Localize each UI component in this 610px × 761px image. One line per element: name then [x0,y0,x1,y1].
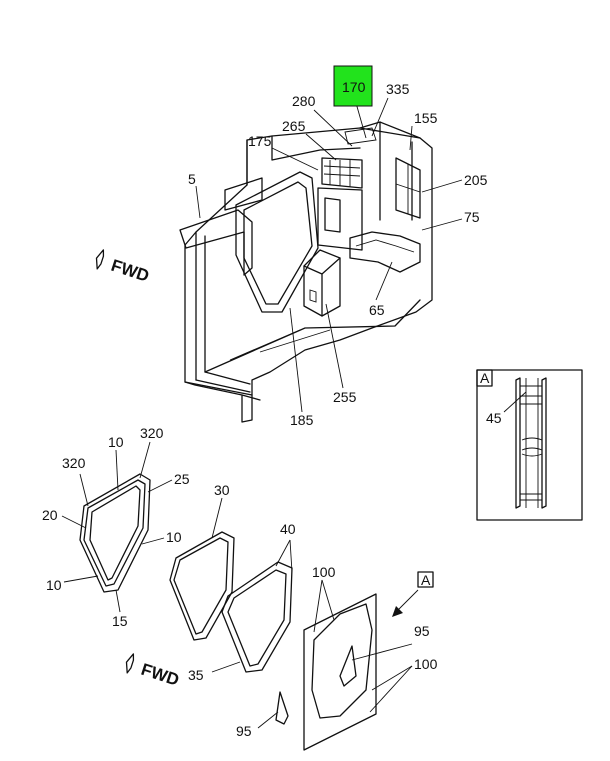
label-40: 40 [280,521,296,537]
label-185: 185 [290,412,314,428]
fwd-arrow-top-icon [95,249,105,270]
leader-lines-panel [257,579,413,729]
label-100-top: 100 [312,564,336,580]
fwd-label-top: FWD [109,256,152,286]
label-170: 170 [342,79,366,95]
label-65: 65 [369,302,385,318]
view-a-box-label: A [480,370,490,386]
label-255: 255 [333,389,357,405]
label-10-right: 10 [166,529,182,545]
label-320-left: 320 [62,455,86,471]
seal-30 [169,531,235,641]
label-10-top: 10 [108,434,124,450]
label-20: 20 [42,507,58,523]
leader-lines-seals [61,441,293,673]
view-a-arrow [392,589,419,617]
trim-panel-100 [303,593,377,751]
label-95-bottom: 95 [236,723,252,739]
leader-lines-cab [195,95,463,413]
label-25: 25 [174,471,190,487]
view-a-ref-label: A [421,572,431,588]
seal-40 [221,561,293,673]
label-320-right: 320 [140,425,164,441]
highlight-callout-170[interactable] [333,65,373,107]
label-205: 205 [464,172,488,188]
label-5: 5 [188,171,196,187]
label-95-right: 95 [414,623,430,639]
label-75: 75 [464,209,480,225]
clip-95 [275,691,289,725]
callout-labels: 170 335 280 155 265 175 5 205 75 65 255 … [42,79,502,739]
label-280: 280 [292,93,316,109]
door-seal-assembly-left [79,473,151,593]
detail-view-a [476,369,583,521]
label-265: 265 [282,118,306,134]
label-100-right: 100 [414,656,438,672]
label-35: 35 [188,667,204,683]
cab-assembly [179,121,433,423]
fwd-arrow-bottom-icon [125,653,135,674]
label-30: 30 [214,482,230,498]
label-155: 155 [414,110,438,126]
label-335: 335 [386,81,410,97]
label-45: 45 [486,410,502,426]
label-10-bottom: 10 [46,577,62,593]
label-15: 15 [112,613,128,629]
fwd-label-bottom: FWD [139,660,182,690]
view-a-callout: A A [417,370,490,588]
label-175: 175 [248,133,272,149]
